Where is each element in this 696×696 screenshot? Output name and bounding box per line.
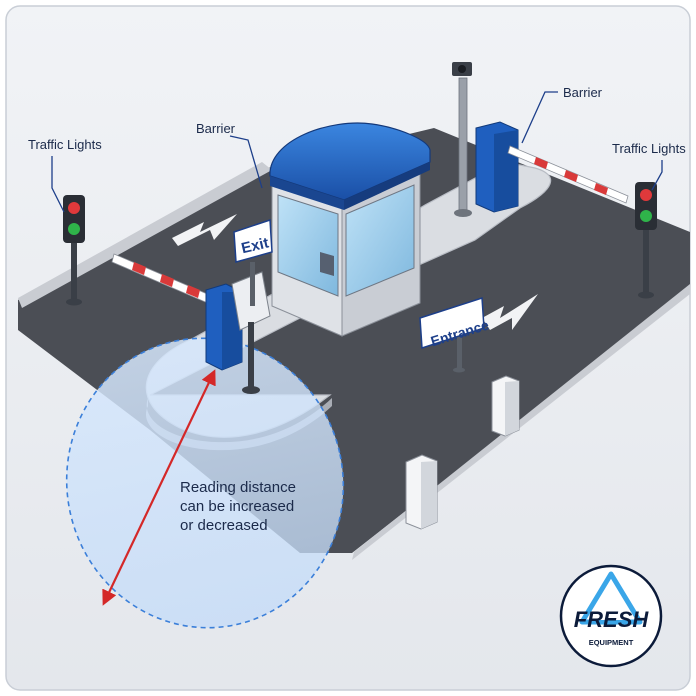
barrier-left [111, 253, 243, 371]
logo-tagline: EQUIPMENT [589, 638, 634, 647]
label-traffic-lights-right: Traffic Lights [612, 141, 686, 156]
fresh-equipment-logo: FRESH EQUIPMENT [559, 564, 663, 668]
traffic-light-right [635, 182, 657, 299]
reading-distance-arrow [102, 369, 216, 606]
reading-distance-line-1: Reading distance [180, 479, 296, 496]
reading-distance-text: Reading distance can be increased or dec… [180, 479, 300, 534]
label-barrier-right: Barrier [563, 85, 603, 100]
reading-distance-line-3: or decreased [180, 517, 268, 534]
logo-name: FRESH [574, 607, 650, 632]
leader-barrier-right [521, 91, 558, 144]
label-barrier-left: Barrier [196, 121, 236, 136]
exit-direction-arrow [172, 214, 237, 246]
entrance-direction-arrow [482, 294, 538, 330]
reading-distance-line-2: can be increased [180, 498, 294, 515]
exit-sign: Exit [233, 218, 273, 306]
leader-traffic-lights-left [51, 156, 65, 213]
label-traffic-lights-left: Traffic Lights [28, 137, 102, 152]
bollard-front [405, 454, 438, 530]
barrier-right [475, 121, 629, 213]
camera-pole [452, 62, 472, 217]
leader-traffic-lights-right [651, 160, 663, 191]
leader-barrier-left [229, 135, 263, 189]
guard-booth [269, 122, 431, 337]
road-curb-left [18, 162, 272, 308]
traffic-light-left [63, 195, 85, 306]
entrance-sign: Entrance [419, 296, 491, 373]
bollard-back [491, 375, 520, 437]
exit-sign-text: Exit [240, 234, 271, 257]
